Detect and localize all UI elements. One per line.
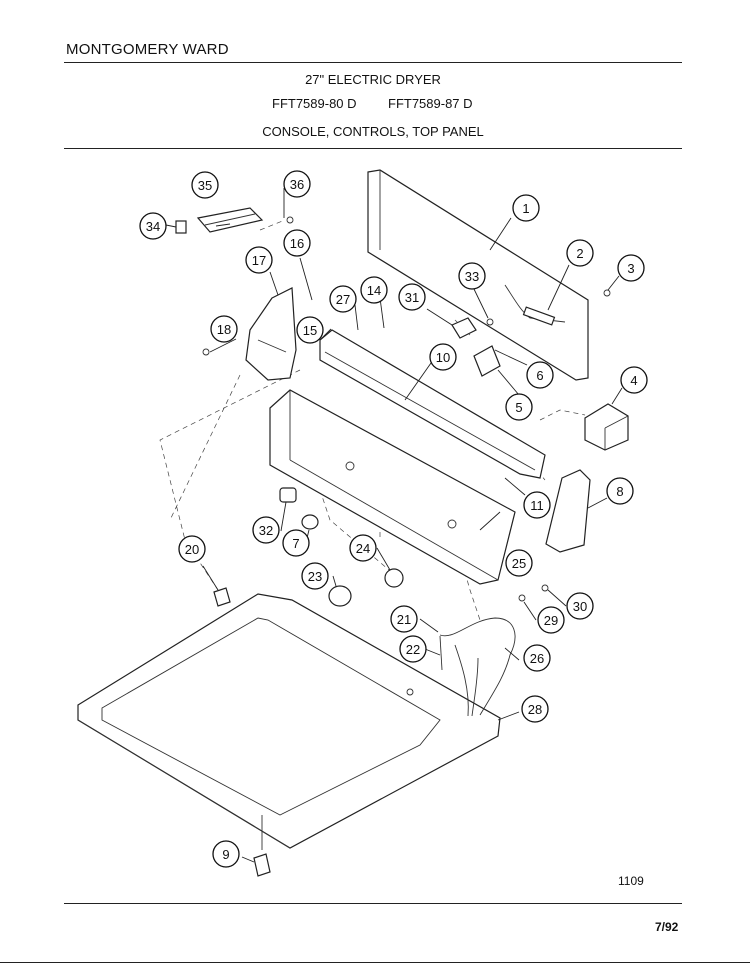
callout-14: 14 — [360, 276, 388, 304]
callout-34: 34 — [139, 212, 167, 240]
part-bracket — [196, 207, 264, 233]
callout-27: 27 — [329, 285, 357, 313]
model-number-2: FFT7589-87 D — [388, 96, 473, 111]
part-timer — [584, 403, 629, 451]
callout-label-21: 21 — [397, 612, 411, 627]
callout-label-24: 24 — [356, 541, 370, 556]
callout-2: 2 — [566, 239, 594, 267]
callout-23: 23 — [301, 562, 329, 590]
callout-label-33: 33 — [465, 269, 479, 284]
header-rule-top — [64, 62, 682, 63]
callout-label-5: 5 — [515, 400, 522, 415]
callout-label-6: 6 — [536, 368, 543, 383]
callout-label-11: 11 — [530, 498, 544, 513]
callout-label-29: 29 — [544, 613, 558, 628]
callout-6: 6 — [526, 361, 554, 389]
callout-label-25: 25 — [512, 556, 526, 571]
callout-label-1: 1 — [522, 201, 529, 216]
part-console-cover — [269, 389, 516, 585]
leader-lines — [165, 188, 623, 863]
callout-label-20: 20 — [185, 542, 199, 557]
callout-18: 18 — [210, 315, 238, 343]
callout-28: 28 — [521, 695, 549, 723]
callout-4: 4 — [620, 366, 648, 394]
model-number-1: FFT7589-80 D — [272, 96, 357, 111]
callout-8: 8 — [606, 477, 634, 505]
callout-16: 16 — [283, 229, 311, 257]
callout-label-34: 34 — [146, 219, 160, 234]
part-knobs — [279, 487, 404, 607]
callout-11: 11 — [523, 491, 551, 519]
callout-label-7: 7 — [292, 536, 299, 551]
part-wire-harness-panel — [504, 284, 566, 326]
callout-label-9: 9 — [222, 847, 229, 862]
callout-24: 24 — [349, 534, 377, 562]
footer-rule-top — [64, 903, 682, 904]
callout-label-32: 32 — [259, 523, 273, 538]
callout-30: 30 — [566, 592, 594, 620]
callout-9: 9 — [212, 840, 240, 868]
callout-label-30: 30 — [573, 599, 587, 614]
callout-10: 10 — [429, 343, 457, 371]
callout-31: 31 — [398, 283, 426, 311]
callout-15: 15 — [296, 316, 324, 344]
callout-label-36: 36 — [290, 177, 304, 192]
callout-5: 5 — [505, 393, 533, 421]
callout-label-35: 35 — [198, 178, 212, 193]
callout-label-4: 4 — [630, 373, 637, 388]
callout-label-16: 16 — [290, 236, 304, 251]
callout-label-10: 10 — [436, 350, 450, 365]
callout-label-3: 3 — [627, 261, 634, 276]
callout-20: 20 — [178, 535, 206, 563]
part-switches — [451, 317, 501, 377]
part-right-end-cap — [545, 469, 591, 553]
callout-label-31: 31 — [405, 290, 419, 305]
part-wiring-harness — [439, 617, 516, 717]
callout-21: 21 — [390, 605, 418, 633]
revision-date: 7/92 — [655, 920, 679, 934]
part-left-end-cap — [245, 287, 297, 381]
callout-26: 26 — [523, 644, 551, 672]
callout-17: 17 — [245, 246, 273, 274]
part-top-panel — [77, 593, 501, 849]
callout-label-15: 15 — [303, 323, 317, 338]
callout-label-28: 28 — [528, 702, 542, 717]
callout-3: 3 — [617, 254, 645, 282]
callout-label-18: 18 — [217, 322, 231, 337]
part-control-panel — [319, 329, 546, 479]
callout-label-17: 17 — [252, 253, 266, 268]
callout-label-26: 26 — [530, 651, 544, 666]
callout-label-14: 14 — [367, 283, 381, 298]
footer-rule-bottom — [0, 962, 750, 963]
part-hardware — [202, 216, 611, 877]
callout-29: 29 — [537, 606, 565, 634]
callout-1: 1 — [512, 194, 540, 222]
section-title: CONSOLE, CONTROLS, TOP PANEL — [262, 124, 484, 139]
brand-name: MONTGOMERY WARD — [66, 41, 229, 58]
callout-22: 22 — [399, 635, 427, 663]
callout-label-23: 23 — [308, 569, 322, 584]
header-rule-bottom — [64, 148, 682, 149]
figure-number: 1109 — [618, 874, 644, 888]
callout-label-2: 2 — [576, 246, 583, 261]
part-clip — [175, 220, 187, 234]
callout-35: 35 — [191, 171, 219, 199]
callout-36: 36 — [283, 170, 311, 198]
callout-33: 33 — [458, 262, 486, 290]
callout-label-22: 22 — [406, 642, 420, 657]
callout-7: 7 — [282, 529, 310, 557]
callout-32: 32 — [252, 516, 280, 544]
callout-label-27: 27 — [336, 292, 350, 307]
diagram-title: 27" ELECTRIC DRYER — [305, 72, 441, 87]
callout-label-8: 8 — [616, 484, 623, 499]
callout-group: 1234567891011141516171820212223242526272… — [139, 170, 648, 868]
callout-25: 25 — [505, 549, 533, 577]
